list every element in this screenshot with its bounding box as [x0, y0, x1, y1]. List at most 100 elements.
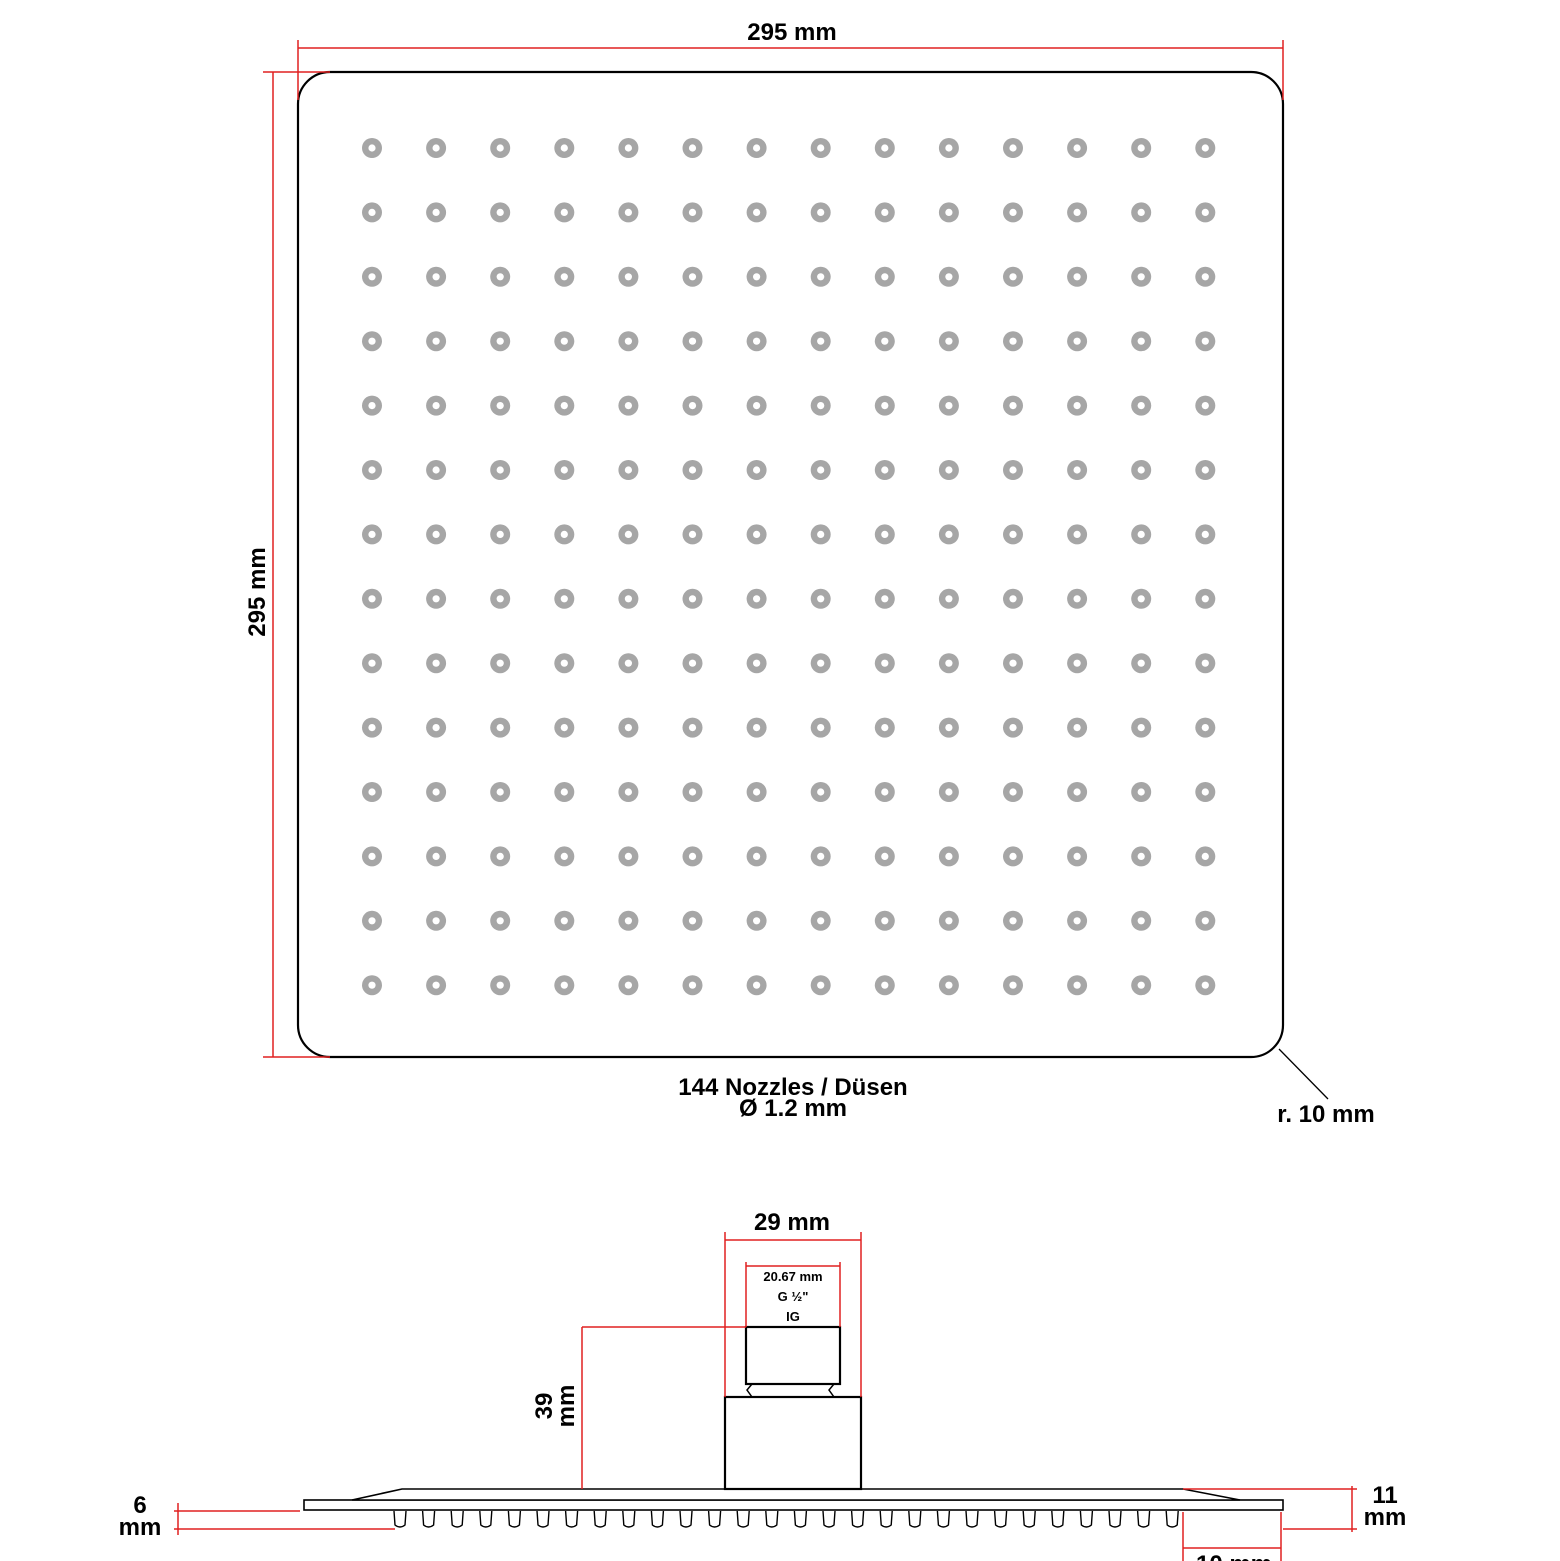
nozzle-hole: [945, 402, 953, 410]
nozzle-hole: [368, 724, 376, 732]
nozzle-hole: [1073, 595, 1081, 603]
nozzle-hole: [624, 530, 633, 539]
nozzle-hole: [688, 981, 697, 989]
nozzle-hole: [881, 788, 889, 796]
nozzle-hole: [1073, 208, 1081, 216]
nozzle-hole: [432, 530, 440, 539]
nozzle-hole: [432, 788, 440, 796]
top-view: 295 mm 295 mm 144 Nozzles / Düsen Ø 1.2 …: [244, 19, 1375, 1128]
nozzle-hole: [1009, 208, 1017, 216]
nozzle-hole: [753, 724, 761, 732]
nozzle-hole: [1009, 852, 1017, 861]
nozzle-hole: [624, 273, 633, 281]
nozzle-hole: [1137, 337, 1145, 345]
nozzle-hole: [688, 144, 697, 152]
nozzle-hole: [560, 917, 568, 925]
nozzle-hole: [368, 337, 376, 345]
nozzle-hole: [945, 852, 953, 861]
nozzle-hole: [817, 402, 825, 410]
nozzle-hole: [688, 917, 697, 925]
nozzle-hole: [945, 337, 953, 345]
total-height-value: 39: [531, 1393, 558, 1420]
nozzle-hole: [496, 208, 504, 216]
nozzle-hole: [1009, 466, 1017, 474]
nozzle-hole: [945, 466, 953, 474]
nozzle-hole: [1201, 724, 1209, 732]
side-nozzle: [622, 1510, 636, 1528]
nozzle-hole: [560, 788, 568, 796]
nozzle-hole: [1073, 273, 1081, 281]
nozzle-hole: [1073, 659, 1081, 667]
nozzle-hole: [753, 981, 761, 989]
nozzle-hole: [1009, 917, 1017, 925]
edge-width-label: 10 mm: [1196, 1551, 1272, 1561]
nozzle-hole: [1137, 208, 1145, 216]
nozzle-hole: [1201, 144, 1209, 152]
nozzle-hole: [817, 788, 825, 796]
nozzle-hole: [1009, 788, 1017, 796]
edge-height-dimension: 11 mm: [1183, 1482, 1406, 1532]
thread-kind-label: IG: [786, 1309, 800, 1324]
nozzle-hole: [1009, 144, 1017, 152]
nozzle-hole: [881, 852, 889, 861]
side-nozzle: [450, 1510, 464, 1528]
nozzle-hole: [753, 659, 761, 667]
side-nozzle: [593, 1510, 607, 1528]
nozzle-hole: [432, 144, 440, 152]
side-nozzle: [736, 1510, 750, 1528]
nozzle-hole: [1009, 659, 1017, 667]
nozzle-hole: [560, 144, 568, 152]
nozzle-hole: [432, 208, 440, 216]
nozzle-hole: [1201, 530, 1209, 539]
nozzle-hole: [496, 659, 504, 667]
nozzle-hole: [432, 724, 440, 732]
width-dimension-label: 295 mm: [747, 19, 836, 46]
nozzle-hole: [560, 852, 568, 861]
nozzle-hole: [817, 852, 825, 861]
side-nozzle: [536, 1510, 550, 1528]
nozzle-hole: [624, 917, 633, 925]
total-height-dimension: 39 mm: [531, 1326, 746, 1489]
nozzle-hole: [1201, 273, 1209, 281]
nozzle-hole: [881, 724, 889, 732]
nozzle-hole: [624, 208, 633, 216]
nozzle-hole: [368, 530, 376, 539]
nozzle-hole: [817, 981, 825, 989]
nozzle-hole: [945, 530, 953, 539]
nozzle-hole: [1137, 466, 1145, 474]
nozzle-hole: [1137, 144, 1145, 152]
plate-thickness-unit: mm: [119, 1514, 162, 1541]
nozzle-hole: [753, 852, 761, 861]
nozzle-hole: [945, 659, 953, 667]
nozzle-hole: [496, 337, 504, 345]
nozzle-hole: [1073, 466, 1081, 474]
nozzle-hole: [688, 273, 697, 281]
nozzle-hole: [432, 981, 440, 989]
nozzle-hole: [1009, 724, 1017, 732]
nozzle-hole: [1073, 981, 1081, 989]
side-nozzle: [993, 1510, 1008, 1528]
side-nozzle: [1079, 1510, 1094, 1528]
nozzle-hole: [560, 724, 568, 732]
side-nozzle: [793, 1510, 808, 1528]
nozzle-hole: [817, 144, 825, 152]
thread-dimension: 20.67 mm G ½" IG: [745, 1262, 841, 1327]
side-nozzle: [1165, 1510, 1179, 1528]
plate-thickness-dimension: 6 mm: [119, 1492, 395, 1541]
side-nozzle: [765, 1510, 779, 1528]
nozzle-hole: [432, 595, 440, 603]
nozzle-count-label: 144 Nozzles / Düsen: [678, 1074, 907, 1101]
nozzle-hole: [368, 273, 376, 281]
nozzle-hole: [560, 337, 568, 345]
nozzle-hole: [496, 144, 504, 152]
thread-diameter-label: 20.67 mm: [763, 1269, 822, 1284]
nozzle-hole: [560, 595, 568, 603]
nozzle-hole: [945, 724, 953, 732]
nozzle-hole: [1201, 466, 1209, 474]
nozzle-hole: [1137, 724, 1145, 732]
nozzle-hole: [1201, 852, 1209, 861]
nozzle-hole: [817, 337, 825, 345]
side-nozzle: [822, 1510, 836, 1528]
nozzle-hole: [1009, 337, 1017, 345]
